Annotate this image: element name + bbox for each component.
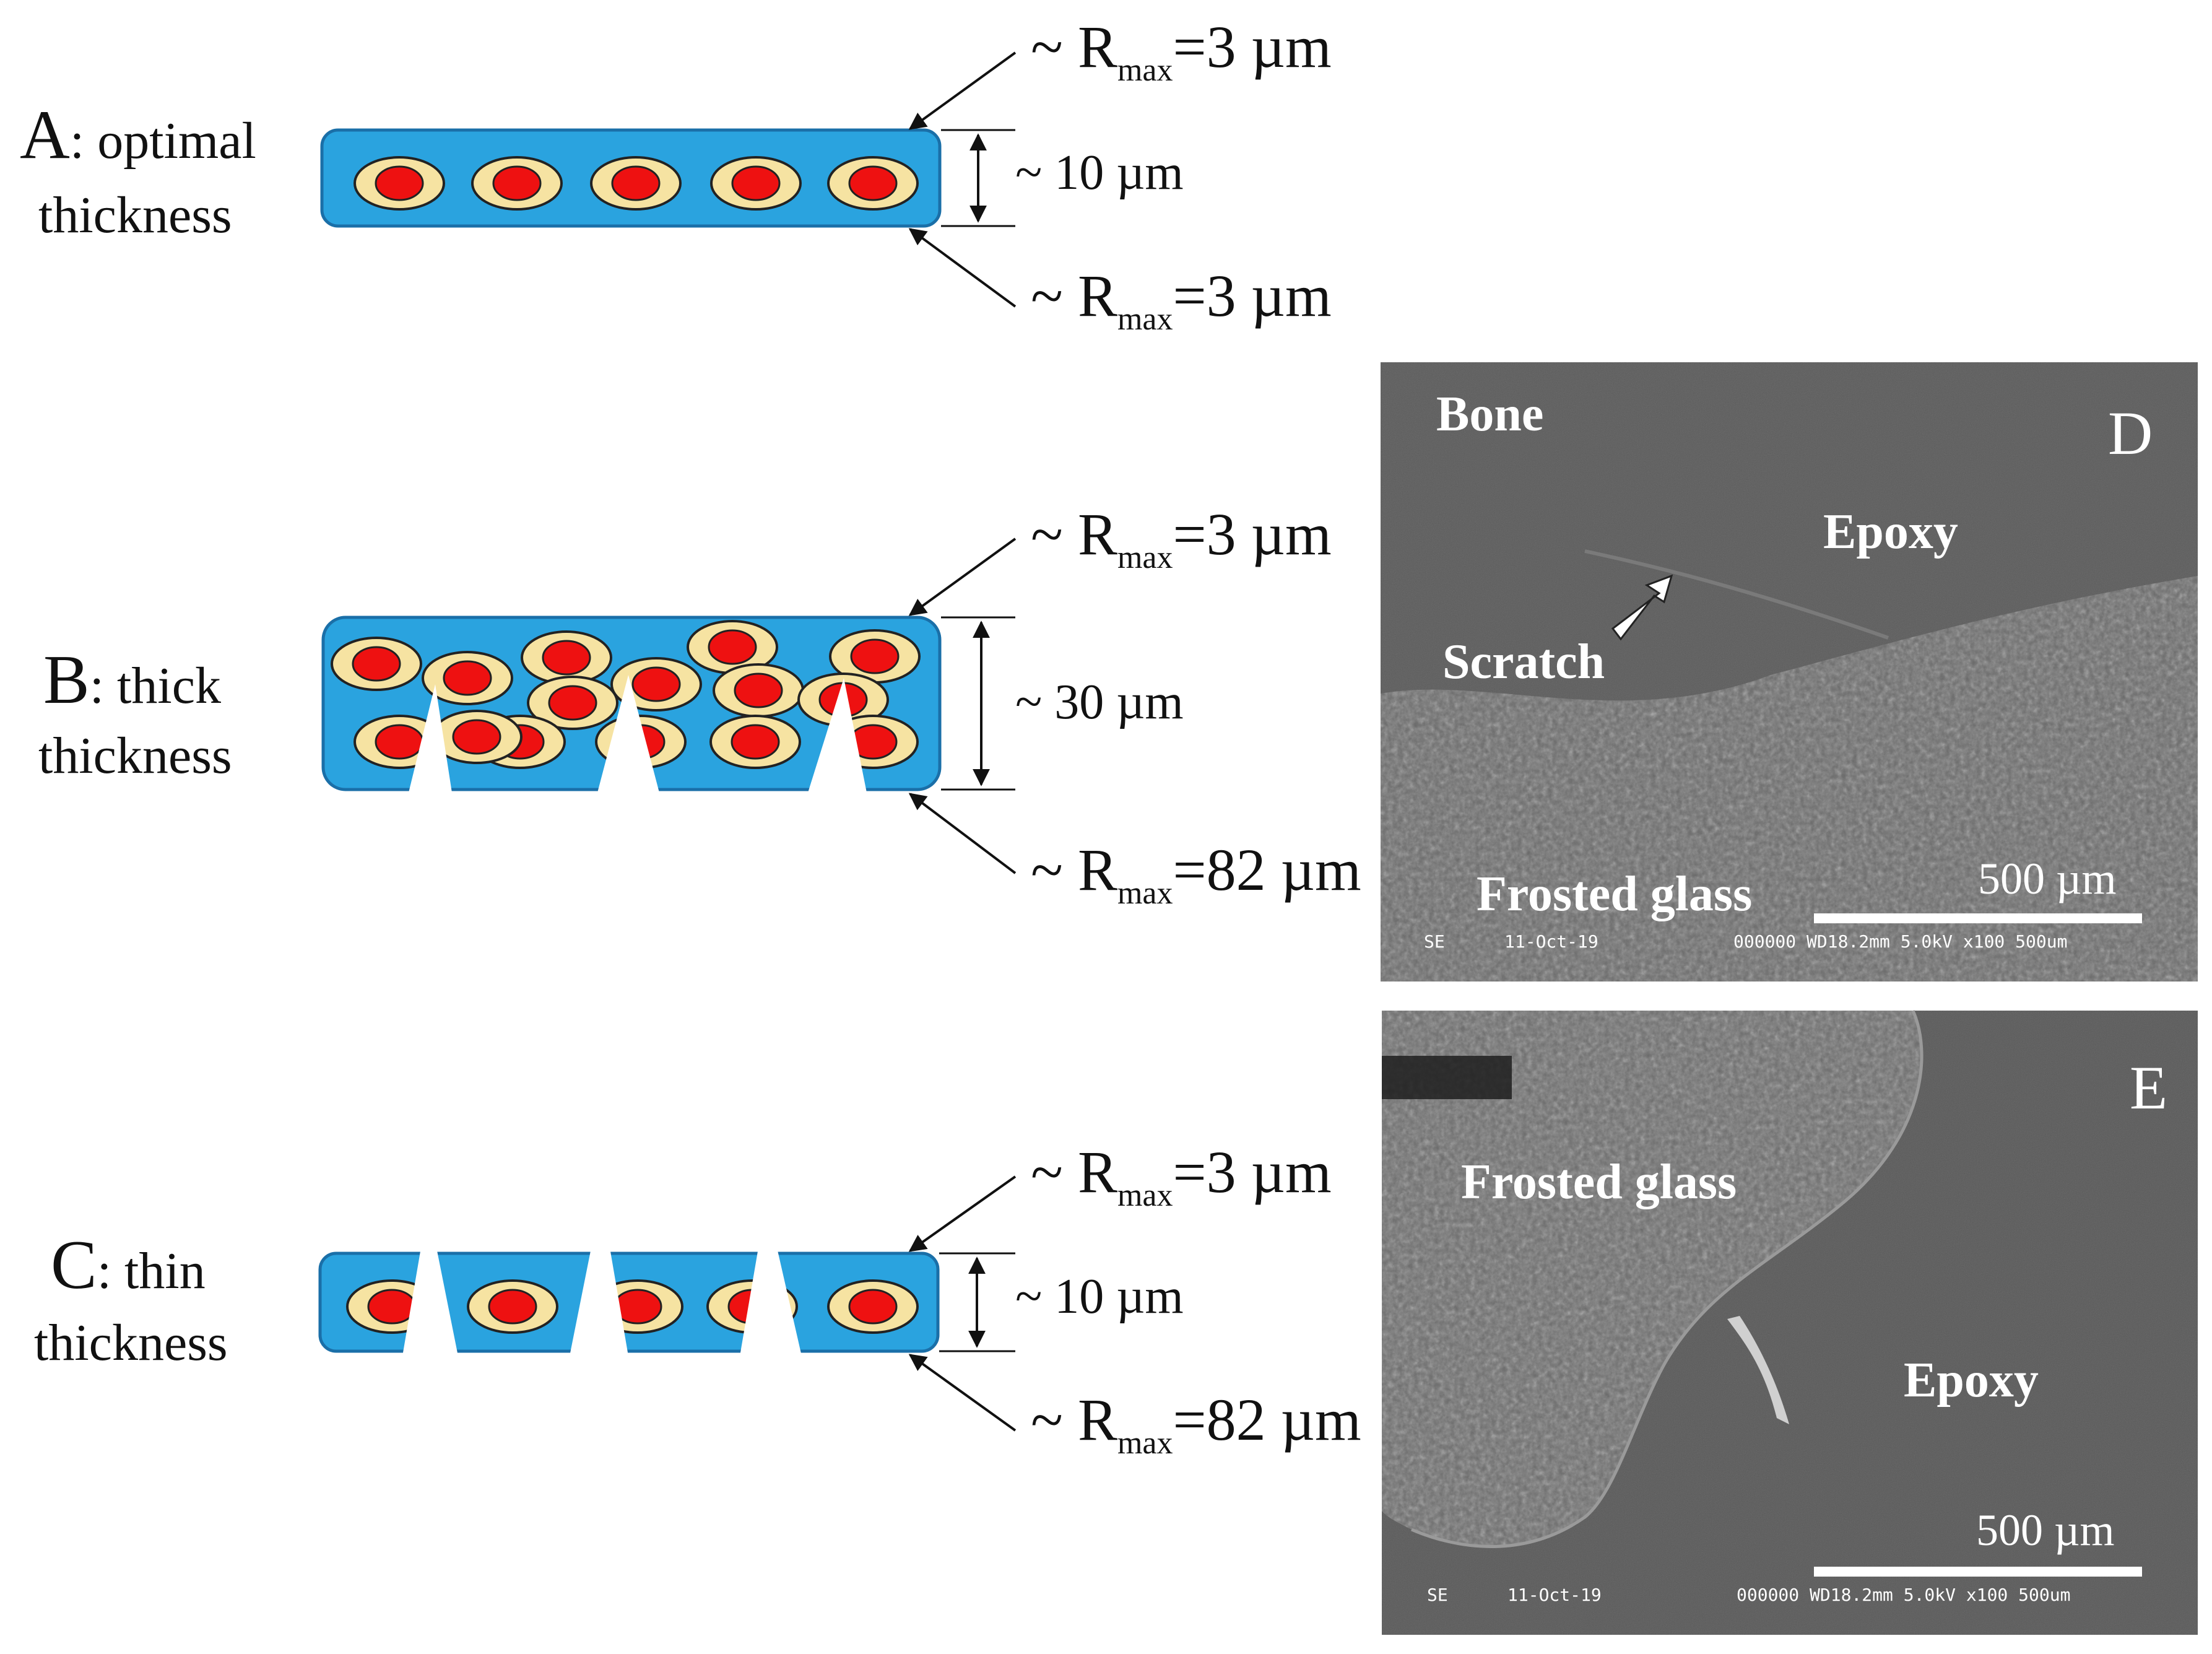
panel-a-bottom-leader xyxy=(908,228,1017,308)
panel-a: A: optimal thickness ~ Rmax=3 µm ~ 10 µm… xyxy=(20,14,1332,337)
sem-d-scale-label: 500 µm xyxy=(1978,854,2117,903)
panel-c-cells xyxy=(346,1279,919,1334)
panel-b-thickness: ~ 30 µm xyxy=(1015,675,1184,729)
sem-e-label-frosted: Frosted glass xyxy=(1461,1155,1737,1209)
crack-notch xyxy=(597,675,659,793)
panel-b-bottom-leader xyxy=(908,793,1017,874)
sem-image-d: Bone Epoxy Scratch Frosted glass D 500 µ… xyxy=(1381,362,2198,982)
panel-c: C: thin thickness ~ Rmax=3 µm ~ 10 µm ~ … xyxy=(34,1139,1361,1461)
cell xyxy=(829,629,921,684)
crack-gap xyxy=(740,1248,802,1356)
sem-e-meta-mode: SE xyxy=(1427,1585,1448,1605)
sem-d-meta-mode: SE xyxy=(1424,931,1445,952)
crack-notch xyxy=(808,678,867,793)
sem-d-scale-bar xyxy=(1814,913,2142,923)
sem-e-scale-label: 500 µm xyxy=(1976,1505,2115,1555)
panel-c-top-leader xyxy=(908,1175,1017,1252)
sem-e-label-epoxy: Epoxy xyxy=(1904,1353,2039,1408)
panel-b-top-roughness: ~ Rmax=3 µm xyxy=(1031,501,1332,575)
panel-a-cells xyxy=(353,156,919,211)
panel-a-bottom-roughness: ~ Rmax=3 µm xyxy=(1031,263,1332,337)
panel-b-desc2: thickness xyxy=(38,727,232,785)
panel-c-crack-gaps xyxy=(402,1248,802,1356)
sem-e-debris xyxy=(1727,1316,1789,1424)
panel-c-letter: C xyxy=(51,1227,97,1304)
panel-a-top-roughness: ~ Rmax=3 µm xyxy=(1031,14,1332,88)
sem-d-label-frosted: Frosted glass xyxy=(1477,867,1752,921)
sem-e-letter: E xyxy=(2130,1053,2167,1122)
panel-b-caption-line1: B: thick xyxy=(43,642,221,718)
panel-b: B: thick thickness xyxy=(38,501,1361,911)
panel-c-thickness: ~ 10 µm xyxy=(1015,1269,1184,1324)
panel-c-bottom-leader xyxy=(908,1354,1017,1432)
sem-image-e: Frosted glass Epoxy E 500 µm SE 11-Oct-1… xyxy=(1382,1009,2198,1635)
cell xyxy=(590,156,682,211)
panel-b-crack-notches xyxy=(409,675,867,793)
cell xyxy=(713,663,804,718)
scratch-arrow-icon xyxy=(1611,574,1673,641)
panel-c-desc1: : thin xyxy=(97,1242,206,1300)
cell xyxy=(827,156,919,211)
panel-b-letter: B xyxy=(43,642,90,718)
panel-c-desc2: thickness xyxy=(34,1314,228,1372)
panel-a-letter: A xyxy=(20,97,70,173)
panel-a-desc1: : optimal xyxy=(70,112,256,170)
scratch-line xyxy=(1584,549,1889,640)
sem-d-label-epoxy: Epoxy xyxy=(1823,505,1958,559)
cell xyxy=(422,651,513,705)
panel-c-bottom-roughness: ~ Rmax=82 µm xyxy=(1031,1386,1361,1461)
panel-c-top-roughness: ~ Rmax=3 µm xyxy=(1031,1139,1332,1213)
sem-d-meta-date: 11-Oct-19 xyxy=(1504,931,1598,952)
cell xyxy=(467,1279,558,1334)
cell xyxy=(521,630,612,685)
sem-d-letter: D xyxy=(2108,399,2153,468)
sem-e-scale-bar xyxy=(1814,1567,2142,1577)
cell xyxy=(709,715,801,769)
panel-a-caption-line1: A: optimal xyxy=(20,97,256,173)
cell xyxy=(827,1279,919,1334)
crack-notch xyxy=(409,684,452,793)
panel-b-bottom-roughness: ~ Rmax=82 µm xyxy=(1031,837,1361,911)
cell xyxy=(710,156,802,211)
sem-d-label-scratch: Scratch xyxy=(1442,635,1605,689)
panel-b-top-leader xyxy=(908,538,1017,616)
panel-a-thickness: ~ 10 µm xyxy=(1015,146,1184,200)
panel-b-desc1: : thick xyxy=(90,657,221,715)
crack-gap xyxy=(570,1248,628,1356)
cell xyxy=(527,676,618,730)
panel-a-desc2: thickness xyxy=(38,186,232,244)
sem-e-meta-info: 000000 WD18.2mm 5.0kV x100 500um xyxy=(1737,1585,2070,1605)
panel-a-top-leader xyxy=(908,51,1017,130)
sem-d-label-bone: Bone xyxy=(1436,387,1543,442)
sem-e-meta-date: 11-Oct-19 xyxy=(1507,1585,1602,1605)
crack-gap xyxy=(402,1248,458,1356)
sem-d-meta-info: 000000 WD18.2mm 5.0kV x100 500um xyxy=(1733,931,2067,952)
cell xyxy=(687,620,778,674)
cell xyxy=(353,156,445,211)
panel-c-caption-line1: C: thin xyxy=(51,1227,206,1304)
cell xyxy=(471,156,563,211)
cell xyxy=(331,637,422,691)
cell xyxy=(431,710,523,764)
sem-e-edge-streak xyxy=(1382,1056,1512,1099)
frosted-boundary xyxy=(1411,1009,1924,1548)
